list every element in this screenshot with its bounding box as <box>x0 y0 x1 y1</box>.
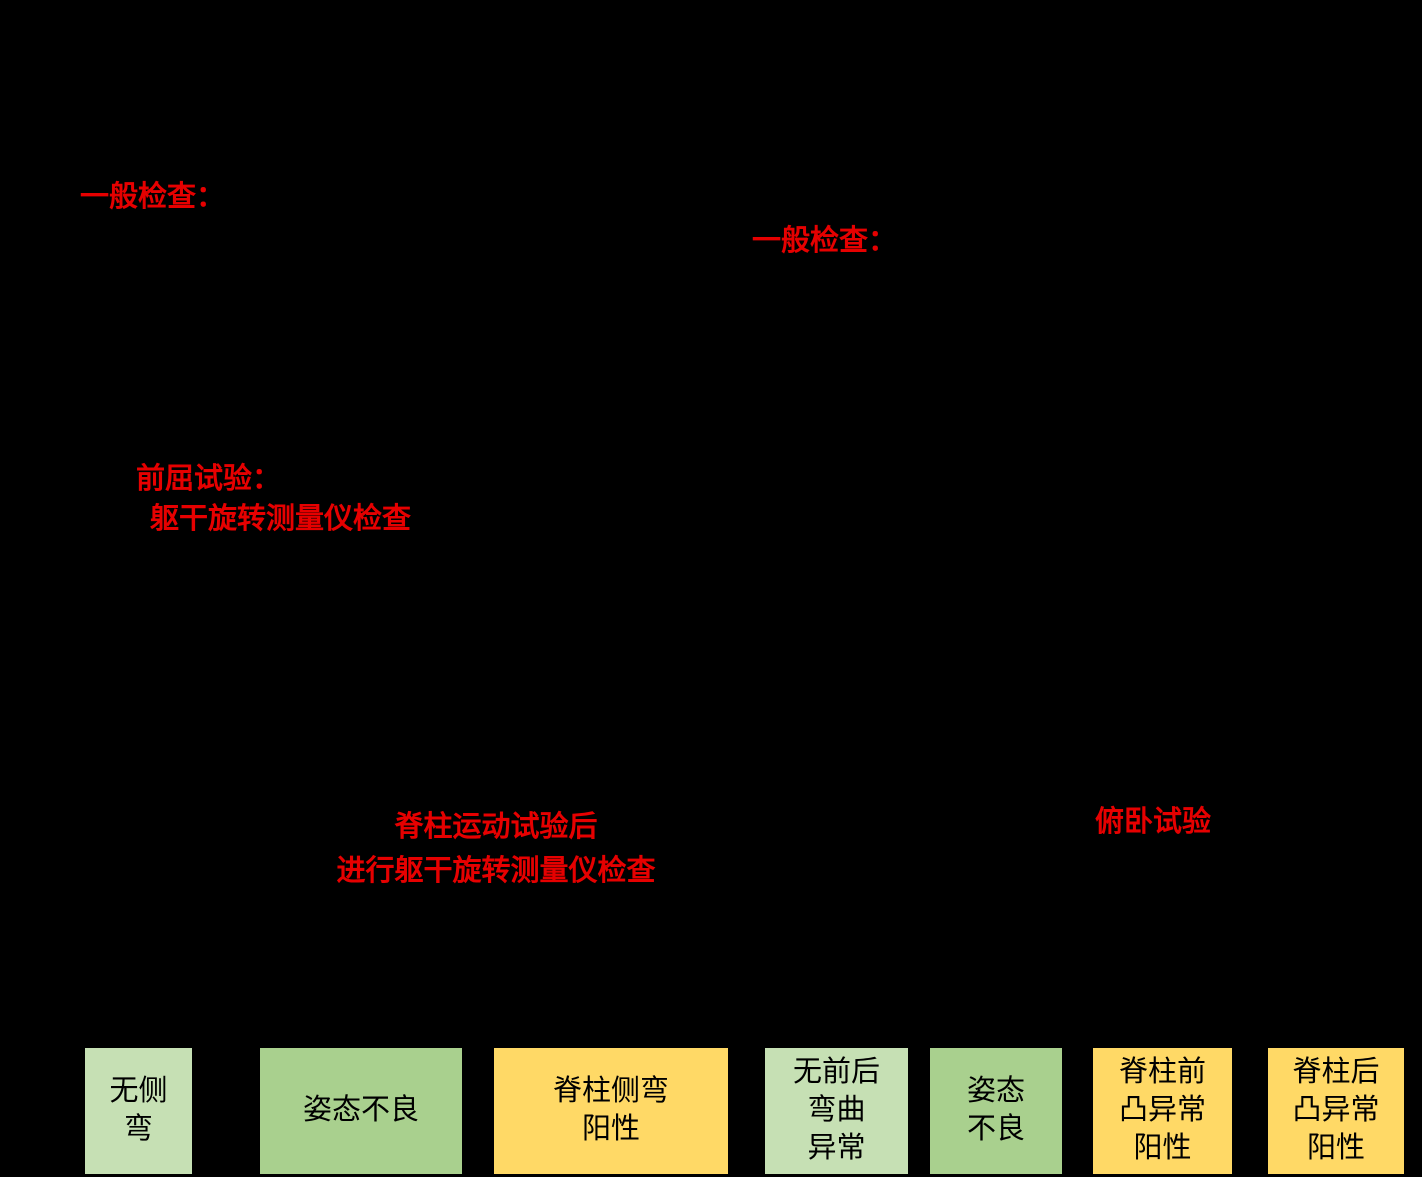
result-box-kyphosis-positive: 脊柱后 凸异常 阳性 <box>1268 1048 1404 1174</box>
result-box-poor-posture-left: 姿态不良 <box>260 1048 462 1174</box>
result-box-scoliosis-positive: 脊柱侧弯 阳性 <box>494 1048 728 1174</box>
result-box-label: 姿态 不良 <box>966 1075 1025 1145</box>
result-box-label: 无前后 弯曲 异常 <box>792 1056 880 1164</box>
result-box-label: 姿态不良 <box>302 1094 419 1127</box>
annotation-spine-motion-test-note: 脊柱运动试验后 进行躯干旋转测量仪检查 <box>336 811 656 887</box>
result-box-label: 脊柱前 凸异常 阳性 <box>1118 1056 1206 1164</box>
result-box-no-sagittal-abnormality: 无前后 弯曲 异常 <box>765 1048 908 1174</box>
result-box-label: 脊柱侧弯 阳性 <box>552 1075 669 1145</box>
annotation-general-check-left: 一般检查： <box>80 181 226 213</box>
annotation-trunk-rotation-check: 躯干旋转测量仪检查 <box>150 503 412 535</box>
result-box-lordosis-positive: 脊柱前 凸异常 阳性 <box>1093 1048 1232 1174</box>
result-box-no-scoliosis: 无侧 弯 <box>85 1048 192 1174</box>
result-box-label: 脊柱后 凸异常 阳性 <box>1292 1056 1380 1164</box>
annotation-forward-bend-test: 前屈试验： <box>136 463 282 495</box>
result-box-label: 无侧 弯 <box>109 1075 168 1145</box>
annotation-general-check-right: 一般检查： <box>752 225 898 257</box>
annotation-prone-test: 俯卧试验 <box>1095 806 1212 838</box>
result-box-poor-posture-right: 姿态 不良 <box>930 1048 1062 1174</box>
